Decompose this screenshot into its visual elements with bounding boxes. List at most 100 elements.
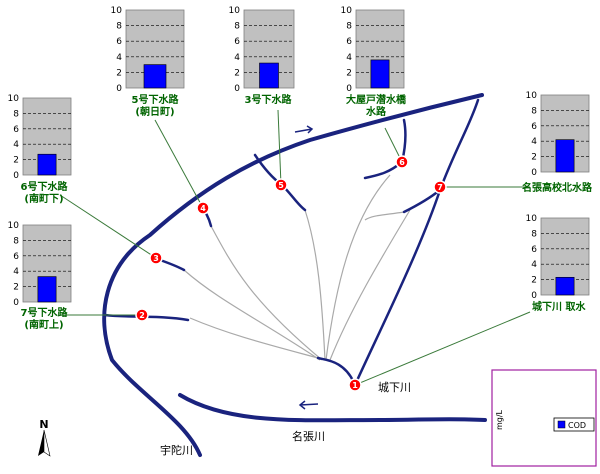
- chart-tick-label: 0: [13, 171, 19, 181]
- river-main: [102, 93, 484, 457]
- chart-tick-label: 8: [346, 22, 352, 32]
- station-marker-3: 3: [149, 251, 163, 265]
- label-station-1: 城下川 取水: [532, 300, 586, 313]
- chart-tick-label: 8: [13, 109, 19, 119]
- chart-tick-label: 10: [526, 214, 538, 224]
- chart-tick-label: 8: [234, 22, 240, 32]
- chart-bar-COD: [143, 64, 167, 89]
- chart-tick-label: 0: [13, 298, 19, 308]
- river-lines: [102, 93, 487, 457]
- chart-tick-label: 4: [531, 137, 537, 147]
- chart-tick-label: 8: [531, 106, 537, 116]
- station-marker-4: 4: [196, 201, 210, 215]
- flow-arrow-upper: [294, 125, 314, 134]
- chart-tick-label: 2: [13, 283, 19, 293]
- chart-tick-label: 6: [13, 125, 19, 135]
- chart-tick-label: 4: [234, 53, 240, 63]
- chart-tick-label: 10: [341, 6, 353, 16]
- tributary-e: [325, 174, 391, 361]
- chart-tick-label: 2: [346, 68, 352, 78]
- chart-tick-label: 10: [526, 91, 538, 101]
- chart-tick-label: 2: [531, 276, 537, 286]
- river-nabari: [178, 393, 487, 423]
- chart-tick-label: 10: [8, 94, 20, 104]
- chart-bar-COD: [37, 153, 57, 176]
- chart-tick-label: 6: [531, 122, 537, 132]
- label-station-7: 名張高校北水路: [522, 181, 593, 194]
- chart-bar-COD: [37, 276, 57, 303]
- label-castle-river: 城下川: [378, 381, 411, 394]
- chart-tick-label: 4: [531, 260, 537, 270]
- chart-tick-label: 4: [13, 267, 19, 277]
- flow-arrows: [294, 125, 319, 410]
- label-station-2-line1: 7号下水路: [21, 306, 69, 319]
- leader-lines: [59, 109, 531, 386]
- station-markers: 1 2 3 4 5 6 7: [135, 155, 447, 392]
- chart-station-1-6: 0 2 4 6 8 10: [526, 214, 590, 301]
- chart-tick-label: 0: [531, 168, 537, 178]
- chart-tick-label: 10: [111, 6, 123, 16]
- svg-text:5: 5: [278, 181, 284, 190]
- chart-station-3-1: 0 2 4 6 8 10: [229, 6, 295, 94]
- label-uda-river: 宇陀川: [160, 443, 193, 457]
- station-marker-1: 1: [348, 378, 362, 392]
- north-label: N: [39, 418, 48, 431]
- chart-station-3-4: 0 2 4 6 8 10: [8, 94, 72, 181]
- svg-text:3: 3: [153, 254, 159, 263]
- svg-text:2: 2: [139, 311, 145, 320]
- label-station-2-line2: (南町上): [24, 318, 63, 331]
- chart-tick-label: 4: [13, 140, 19, 150]
- north-arrow-icon: N: [38, 418, 51, 457]
- station-marker-2: 2: [135, 308, 149, 322]
- chart-tick-label: 2: [116, 68, 122, 78]
- chart-bar-COD: [370, 59, 390, 89]
- chart-tick-label: 4: [116, 53, 122, 63]
- chart-tick-label: 8: [531, 229, 537, 239]
- chart-tick-label: 0: [234, 84, 240, 94]
- legend-unit-label: mg/L: [495, 409, 504, 430]
- chart-tick-label: 0: [346, 84, 352, 94]
- label-station-5: 3号下水路: [245, 93, 293, 106]
- chart-tick-label: 0: [531, 291, 537, 301]
- chart-bar-COD: [555, 276, 575, 296]
- station-marker-6: 6: [395, 155, 409, 169]
- label-station-6-line2: 水路: [365, 105, 387, 118]
- chart-bar-COD: [259, 62, 279, 89]
- station-marker-7: 7: [433, 180, 447, 194]
- label-station-3-line1: 6号下水路: [21, 180, 69, 193]
- svg-text:7: 7: [437, 183, 443, 192]
- tributary-g: [364, 211, 405, 221]
- chart-plot-area: [125, 9, 185, 89]
- label-nabari-river: 名張川: [292, 429, 325, 443]
- river-castle-upper: [353, 98, 480, 387]
- label-station-3-line2: (南町下): [24, 192, 63, 205]
- label-station-4-line1: 5号下水路: [132, 93, 180, 106]
- chart-tick-label: 10: [8, 221, 20, 231]
- legend-swatch: [557, 420, 566, 429]
- flow-arrow-lower: [298, 400, 319, 410]
- chart-tick-label: 8: [116, 22, 122, 32]
- chart-station-2-5: 0 2 4 6 8 10: [8, 221, 72, 308]
- chart-tick-label: 2: [234, 68, 240, 78]
- chart-tick-label: 2: [13, 156, 19, 166]
- chart-tick-label: 6: [531, 245, 537, 255]
- tributary-f: [329, 209, 411, 361]
- station-marker-5: 5: [274, 178, 288, 192]
- svg-text:4: 4: [200, 204, 206, 213]
- river-castle-lower: [316, 356, 357, 387]
- station-labels: 5号下水路 (朝日町) 3号下水路 大屋戸潜水橋 水路 名張高校北水路 6号下水…: [21, 93, 593, 331]
- tributary-lines: [183, 174, 411, 361]
- svg-text:6: 6: [399, 158, 405, 167]
- chart-tick-label: 6: [234, 37, 240, 47]
- tributary-c: [189, 317, 319, 359]
- chart-tick-label: 6: [13, 252, 19, 262]
- chart-tick-label: 0: [116, 84, 122, 94]
- tributary-b: [183, 269, 321, 361]
- chart-tick-label: 8: [13, 236, 19, 246]
- label-station-4-line2: (朝日町): [135, 105, 174, 118]
- chart-tick-label: 10: [229, 6, 241, 16]
